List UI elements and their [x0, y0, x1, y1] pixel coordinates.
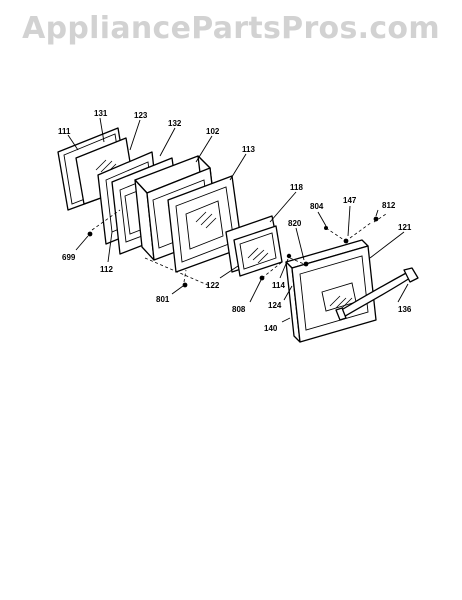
- callout-147: 147: [343, 196, 357, 205]
- callout-111: 111: [58, 127, 71, 136]
- callout-136: 136: [398, 305, 412, 314]
- callout-113: 113: [242, 145, 255, 154]
- screw-801: [182, 282, 188, 288]
- callout-122: 122: [206, 281, 220, 290]
- part-136-door-handle: [335, 267, 419, 321]
- callout-labels: 111 131 123 132 102 113 118 804 147 812 …: [58, 109, 412, 333]
- callout-123: 123: [134, 111, 148, 120]
- callout-131: 131: [94, 109, 108, 118]
- callout-114: 114: [272, 281, 285, 290]
- callout-118: 118: [290, 183, 303, 192]
- callout-121: 121: [398, 223, 412, 232]
- part-118-window-pack: [225, 215, 283, 277]
- clip-147: [343, 238, 349, 244]
- callout-812: 812: [382, 201, 396, 210]
- screw-804: [324, 226, 328, 230]
- watermark: AppliancePartsPros.com: [22, 11, 440, 46]
- callout-801: 801: [156, 295, 170, 304]
- screw-812: [373, 216, 379, 222]
- screw-808: [259, 275, 265, 281]
- part-140-outer-door: [285, 239, 377, 343]
- callout-132: 132: [168, 119, 182, 128]
- assembly-lines: [91, 209, 387, 287]
- callout-804: 804: [310, 202, 324, 211]
- callout-808: 808: [232, 305, 246, 314]
- callout-699: 699: [62, 253, 76, 262]
- callout-820: 820: [288, 219, 302, 228]
- callout-102: 102: [206, 127, 220, 136]
- hardware: [87, 216, 379, 288]
- leader-lines: [67, 117, 409, 323]
- callout-140: 140: [264, 324, 278, 333]
- screw-114: [286, 253, 292, 259]
- callout-124: 124: [268, 301, 282, 310]
- callout-112: 112: [100, 265, 113, 274]
- screw-699: [87, 231, 93, 237]
- screw-820: [303, 261, 309, 267]
